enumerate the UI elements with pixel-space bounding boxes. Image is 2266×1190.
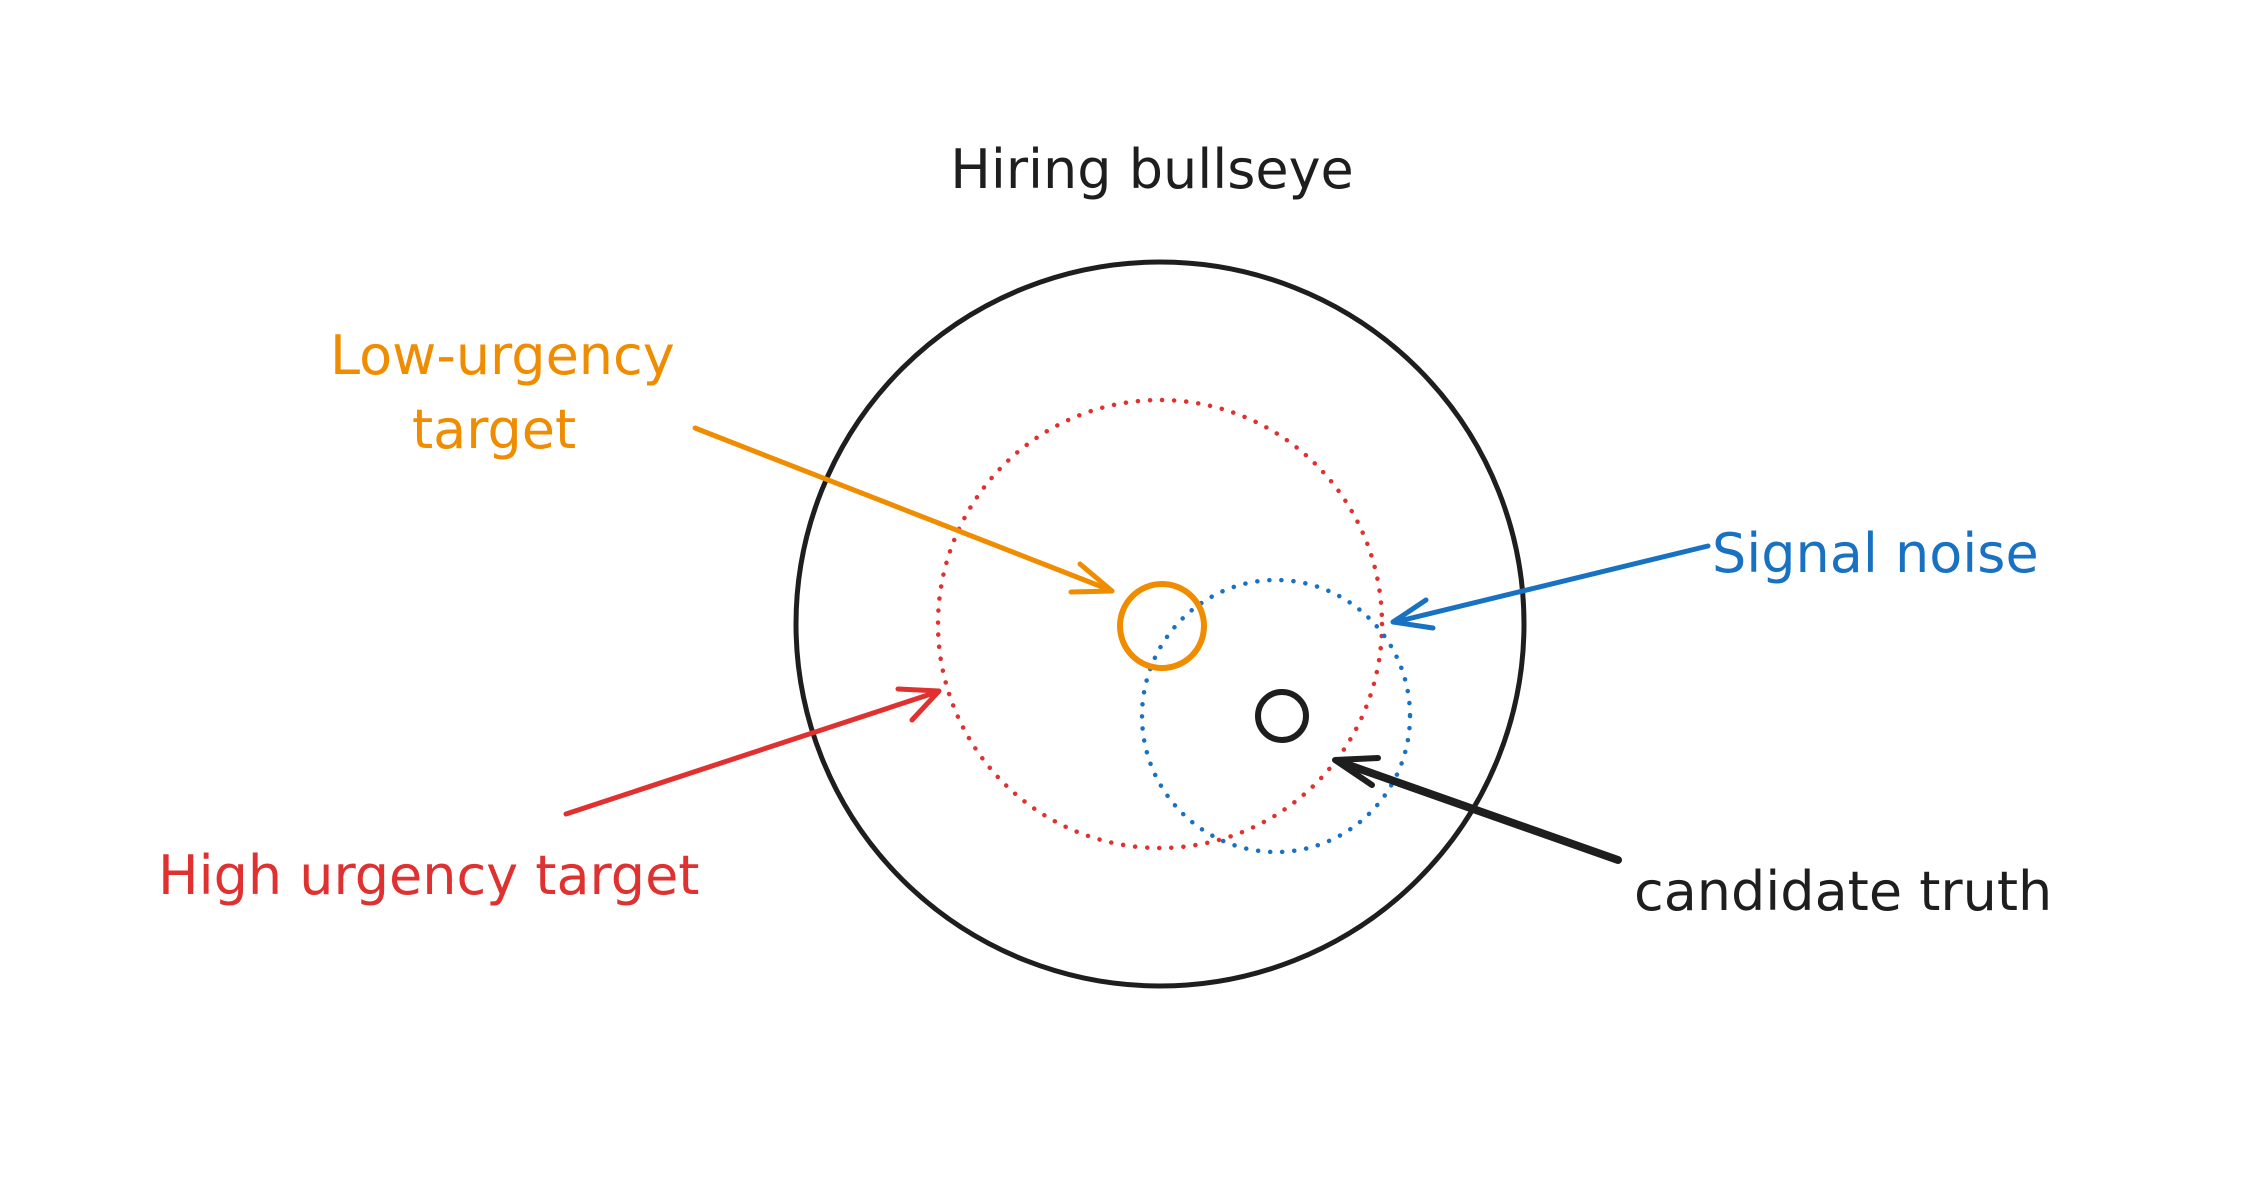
candidate-truth-label: candidate truth	[1634, 860, 2052, 923]
low-urgency-circle	[1117, 581, 1207, 671]
high-urgency-circle	[935, 397, 1385, 851]
high-urgency-label: High urgency target	[158, 844, 699, 907]
low-urgency-arrow	[692, 425, 1115, 595]
signal-noise-label: Signal noise	[1712, 522, 2039, 585]
candidate-truth-circle	[1255, 689, 1309, 743]
candidate-truth-arrow	[1332, 755, 1622, 864]
outer-target-circle	[793, 259, 1527, 989]
high-urgency-arrow	[563, 686, 942, 817]
low-urgency-label-line2: target	[412, 398, 576, 461]
diagram-title: Hiring bullseye	[950, 138, 1354, 201]
signal-noise-arrow	[1390, 543, 1711, 631]
low-urgency-label-line1: Low-urgency	[330, 324, 675, 387]
signal-noise-circle	[1139, 577, 1413, 855]
